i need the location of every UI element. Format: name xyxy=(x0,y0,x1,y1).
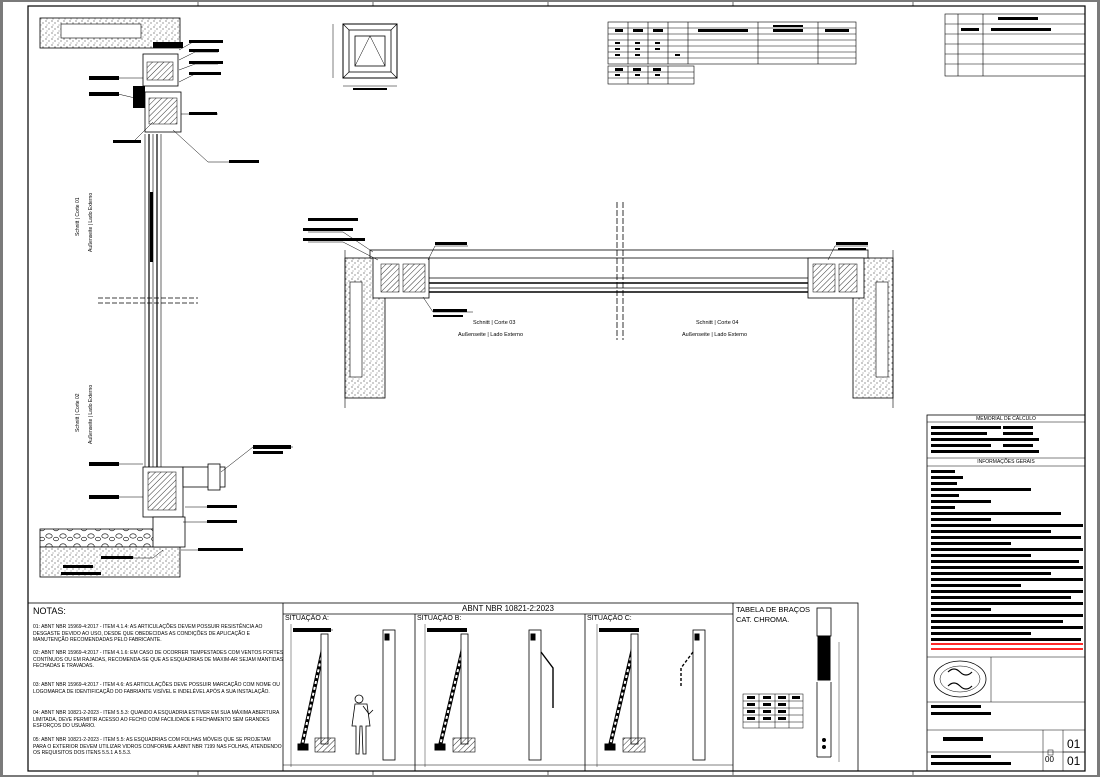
situation-a-sketch xyxy=(290,624,396,767)
bracos-title: TABELA DE BRAÇOS xyxy=(736,605,811,614)
corte04-externo-label: Außenseite | Lado Externo xyxy=(682,332,748,338)
bracos-table xyxy=(742,693,804,729)
situation-a-label: SITUAÇÃO A: xyxy=(285,615,329,622)
horizontal-section xyxy=(303,202,894,408)
abnt-title: ABNT NBR 10821-2:2023 xyxy=(462,604,554,613)
note-03: 03: ABNT NBR 15969-4:2017 - ITEM 4.6: AS… xyxy=(33,682,280,695)
situation-b-label: SITUAÇÃO B: xyxy=(417,615,462,622)
memorial-title: MEMORIAL DE CÁLCULO xyxy=(976,416,1036,422)
corte02-externo-label: Außenseite | Lado Externo xyxy=(88,384,94,444)
corte03-externo-label: Außenseite | Lado Externo xyxy=(458,332,524,338)
company-logo xyxy=(933,660,987,698)
bottom-panels xyxy=(27,602,859,772)
note-05: 05: ABNT NBR 10821-2-2023 - ITEM 5.5: AS… xyxy=(33,737,282,757)
situation-c-sketch xyxy=(596,624,706,767)
corte02-label: Schnitt | Corte 02 xyxy=(75,393,81,432)
situation-b-sketch xyxy=(424,624,554,767)
drawing-sheet: Schnitt | Corte 01 Außenseite | Lado Ext… xyxy=(3,2,1097,775)
corte03-label: Schnitt | Corte 03 xyxy=(473,320,516,326)
info-title: INFORMAÇÕES GERAIS xyxy=(977,459,1035,465)
vertical-section xyxy=(39,17,293,578)
situation-c-label: SITUAÇÃO C: xyxy=(587,615,632,622)
corte04-label: Schnitt | Corte 04 xyxy=(696,320,739,326)
sheet-number: 01 xyxy=(1067,737,1081,751)
bracos-subtitle: CAT. CHROMA. xyxy=(736,615,790,624)
notes-title: NOTAS: xyxy=(33,606,66,616)
right-info-panel xyxy=(926,414,1086,772)
top-table-left xyxy=(607,21,857,85)
note-01: 01: ABNT NBR 15969-4:2017 - ITEM 4.1.4: … xyxy=(33,624,263,644)
top-table-right xyxy=(944,13,1086,77)
note-02: 02: ABNT NBR 15969-4:2017 - ITEM 4.1.6: … xyxy=(33,650,284,670)
revision-number: 00 xyxy=(1045,755,1054,764)
technical-drawing xyxy=(27,2,1086,775)
sheet-total: 01 xyxy=(1067,754,1081,768)
corte01-label: Schnitt | Corte 01 xyxy=(75,197,81,236)
note-04: 04: ABNT NBR 10821-2-2023 - ITEM 5.5.3: … xyxy=(33,710,280,730)
window-elevation xyxy=(332,23,398,90)
arm-drawing xyxy=(816,607,840,762)
corte01-externo-label: Außenseite | Lado Externo xyxy=(88,192,94,252)
